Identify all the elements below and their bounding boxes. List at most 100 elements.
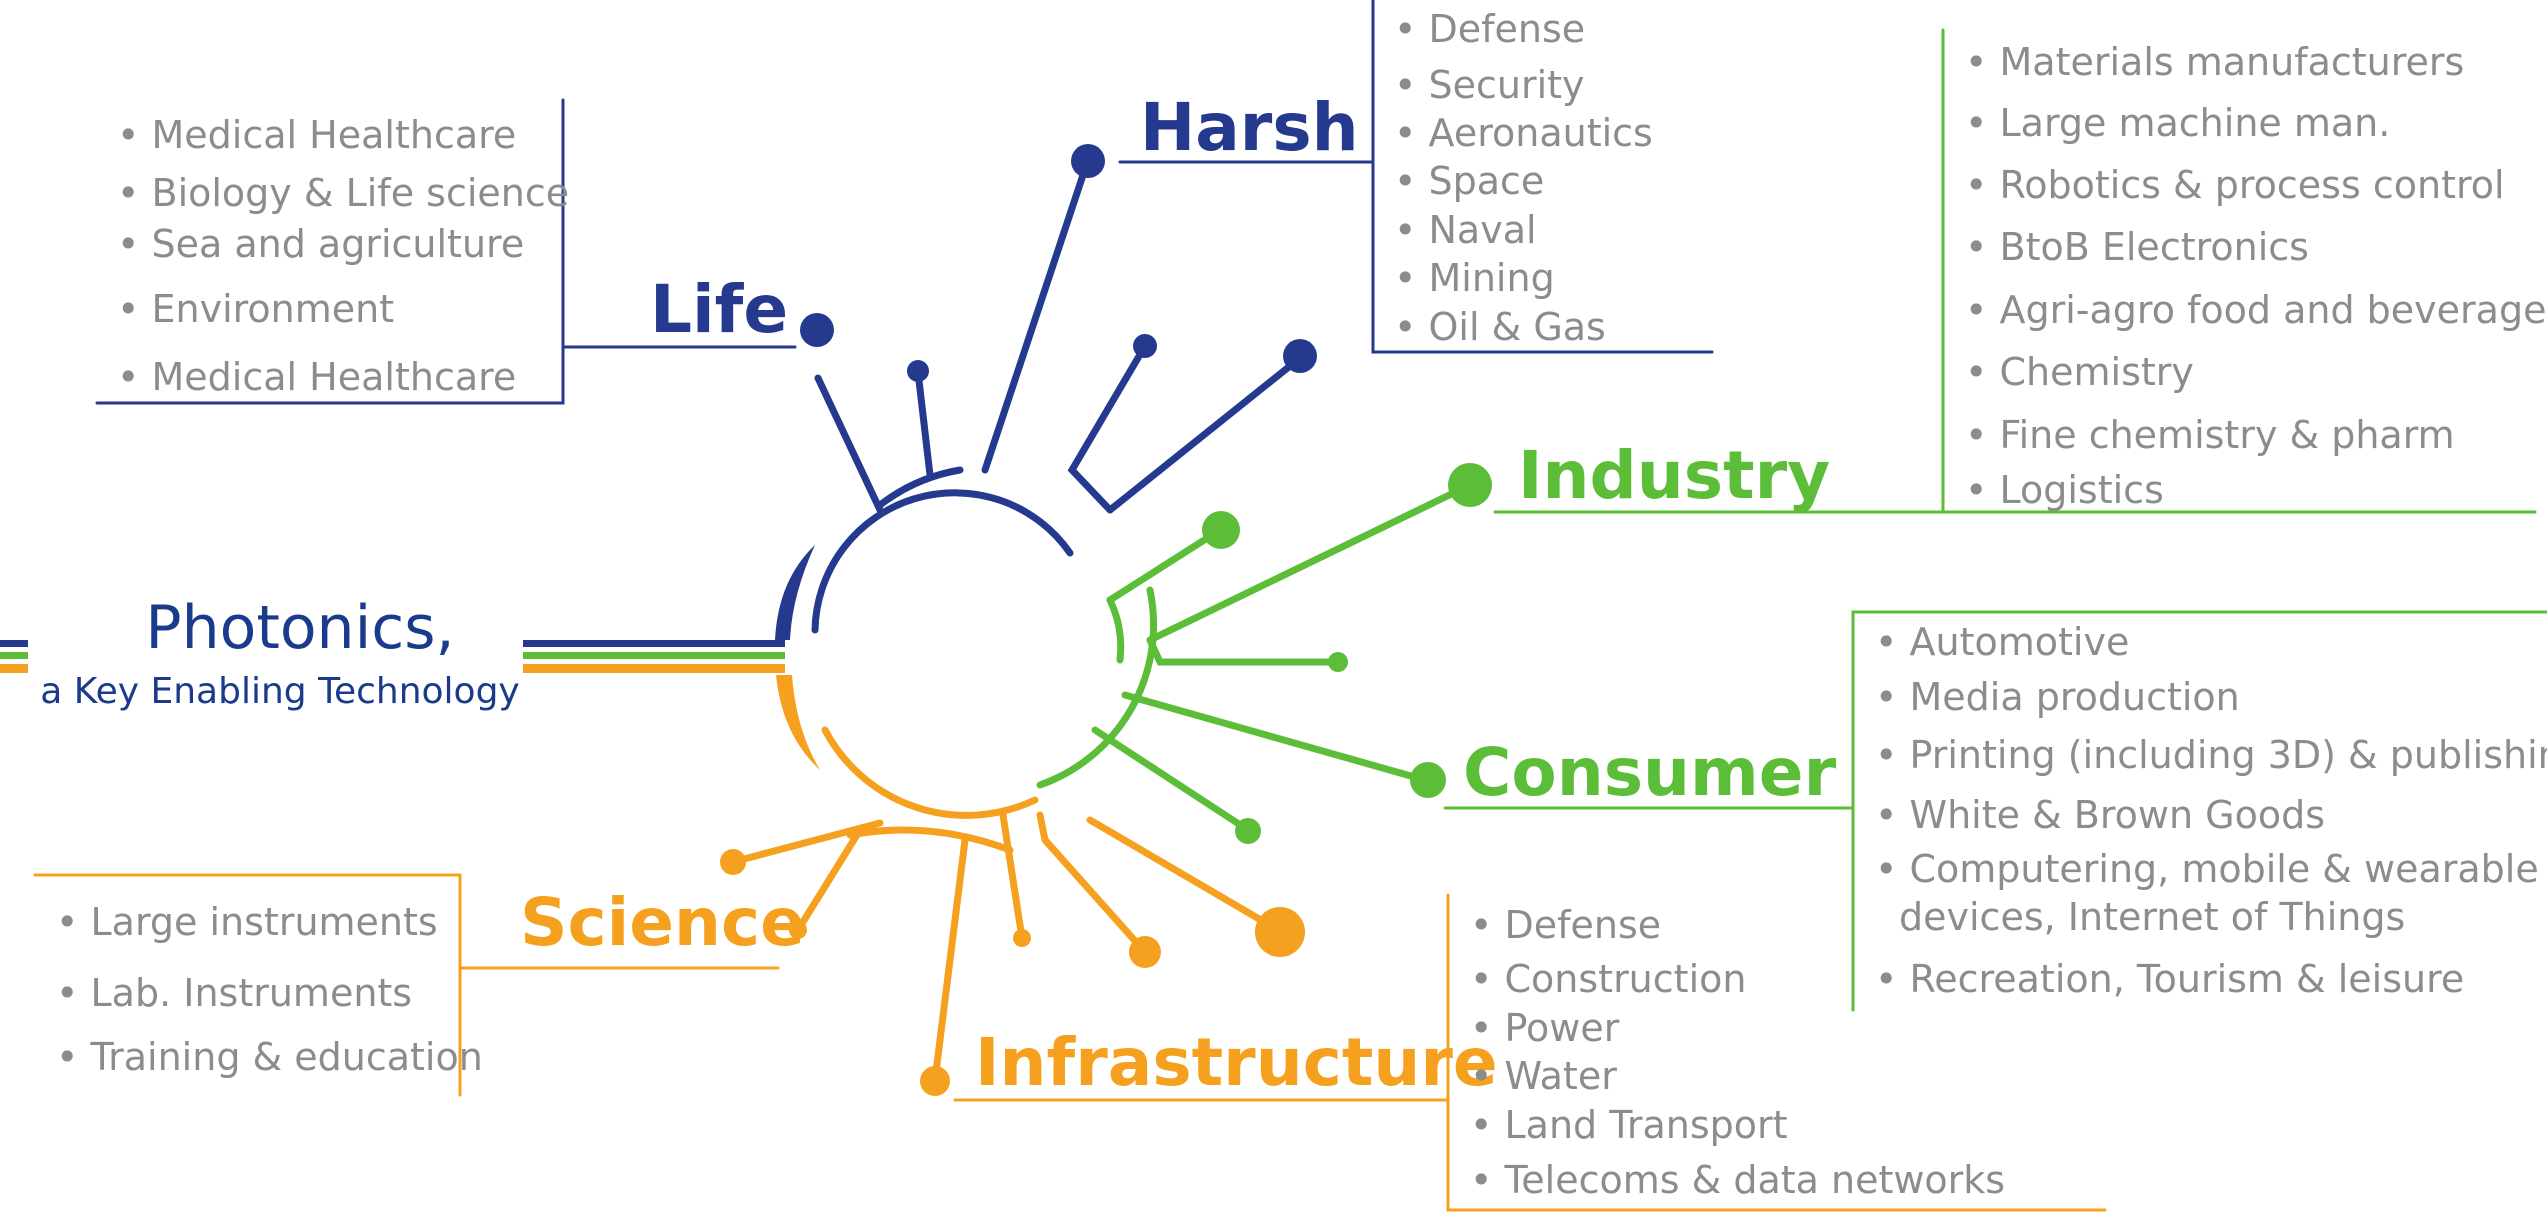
dot-industry-2 [1448, 463, 1492, 507]
dot-infra-4 [1255, 907, 1305, 957]
arc-orange-inner [846, 826, 1014, 854]
branch-harsh-3 [1106, 354, 1304, 514]
list-item: • Security [1394, 63, 1585, 107]
branch-infra-1 [931, 836, 969, 1084]
branch-industry-1 [1106, 526, 1224, 604]
green-dots [1202, 463, 1492, 844]
category-label-industry: Industry [1518, 437, 1830, 514]
orange-dots [720, 849, 1305, 1096]
list-item: • Medical Healthcare [117, 113, 516, 157]
list-item: • Defense [1394, 7, 1585, 51]
list-item: • Media production [1875, 675, 2240, 719]
life-items: • Medical Healthcare • Biology & Life sc… [117, 113, 569, 399]
list-item-continuation: devices, Internet of Things [1899, 895, 2405, 939]
dot-infra-2 [1013, 929, 1031, 947]
list-item: • Printing (including 3D) & publishing [1875, 733, 2547, 777]
branch-industry-2 [1146, 481, 1474, 644]
branch-consumer-1 [1121, 691, 1429, 784]
list-item: • Space [1394, 159, 1544, 203]
crescent-blue [775, 545, 815, 640]
list-item: • Land Transport [1470, 1103, 1788, 1147]
branch-harsh-1 [981, 156, 1092, 474]
list-item: • Chemistry [1965, 350, 2194, 394]
stripe-blue-left [0, 640, 28, 647]
list-item: • Construction [1470, 957, 1746, 1001]
list-item: • BtoB Electronics [1965, 225, 2309, 269]
dot-life-2 [907, 360, 929, 382]
list-item: • Agri-agro food and beverages [1965, 288, 2547, 332]
dot-industry-3 [1328, 652, 1348, 672]
list-item: • Logistics [1965, 468, 2164, 512]
infrastructure-items: • Defense • Construction • Power • Water… [1470, 903, 2005, 1202]
list-item: • Lab. Instruments [56, 971, 412, 1015]
dot-harsh-3 [1283, 339, 1317, 373]
dot-industry-1 [1202, 511, 1240, 549]
dot-science-2 [789, 921, 807, 939]
industry-consumer-branches [1036, 28, 2547, 1012]
arc-green-outer [1036, 586, 1158, 789]
center-title: Photonics, [145, 593, 454, 663]
list-item: • Large instruments [56, 900, 438, 944]
science-items: • Large instruments • Lab. Instruments •… [56, 900, 483, 1079]
harsh-items: • Defense • Security • Aeronautics • Spa… [1394, 7, 1653, 349]
list-item: • Defense [1470, 903, 1661, 947]
list-item: • Computering, mobile & wearable [1875, 847, 2539, 891]
list-item: • Telecoms & data networks [1470, 1158, 2005, 1202]
consumer-items: • Automotive • Media production • Printi… [1875, 620, 2547, 1001]
list-item: • Fine chemistry & pharm [1965, 413, 2455, 457]
blue-dots [800, 144, 1317, 382]
consumer-bracket [1851, 610, 2547, 1012]
list-item: • Aeronautics [1394, 111, 1653, 155]
list-item: • Materials manufacturers [1965, 40, 2464, 84]
dot-science-1 [720, 849, 746, 875]
dot-infra-1 [920, 1066, 950, 1096]
list-item: • Large machine man. [1965, 101, 2390, 145]
center-subtitle: a Key Enabling Technology [40, 671, 519, 712]
life-harsh-branches [95, 0, 1714, 634]
arc-green-inner [1106, 596, 1125, 664]
science-bracket [33, 873, 462, 1097]
infra-bracket [1446, 893, 2107, 1212]
arc-orange [821, 726, 1039, 819]
stripe-green-left [0, 652, 28, 659]
list-item: • Training & education [56, 1035, 483, 1079]
list-item: • Mining [1394, 256, 1555, 300]
branch-science-1 [729, 819, 884, 866]
dot-harsh-2 [1133, 334, 1157, 358]
branch-infra-3 [1036, 811, 1149, 956]
list-item: • Power [1470, 1006, 1620, 1050]
list-item: • White & Brown Goods [1875, 793, 2325, 837]
branch-infra-4 [1086, 816, 1282, 934]
center-hub: Photonics, a Key Enabling Technology [0, 545, 820, 770]
arc-blue [811, 489, 1074, 634]
industry-items: • Materials manufacturers • Large machin… [1965, 40, 2547, 512]
dot-life-1 [800, 313, 834, 347]
branch-consumer-2 [1091, 726, 1252, 834]
branch-life-1 [814, 374, 884, 514]
stripe-blue-right [523, 640, 785, 647]
list-item: • Oil & Gas [1394, 305, 1606, 349]
branch-infra-2 [999, 811, 1026, 942]
list-item: • Water [1470, 1054, 1617, 1098]
dot-harsh-1 [1071, 144, 1105, 178]
branch-life-2 [914, 368, 934, 479]
list-item: • Biology & Life science [117, 171, 569, 215]
branch-science-2 [794, 826, 864, 934]
category-label-harsh: Harsh [1140, 89, 1359, 166]
category-label-life: Life [650, 271, 788, 348]
list-item: • Recreation, Tourism & leisure [1875, 957, 2464, 1001]
list-item: • Sea and agriculture [117, 222, 524, 266]
category-label-infrastructure: Infrastructure [975, 1024, 1498, 1101]
category-label-science: Science [520, 884, 805, 961]
stripe-orange-right [523, 664, 785, 673]
list-item: • Automotive [1875, 620, 2129, 664]
list-item: • Medical Healthcare [117, 355, 516, 399]
dot-consumer-1 [1410, 762, 1446, 798]
branch-industry-3 [1146, 636, 1344, 666]
dot-infra-3 [1129, 936, 1161, 968]
list-item: • Environment [117, 287, 394, 331]
category-label-consumer: Consumer [1463, 734, 1837, 811]
stripe-green-right [523, 652, 785, 659]
list-item: • Robotics & process control [1965, 163, 2505, 207]
